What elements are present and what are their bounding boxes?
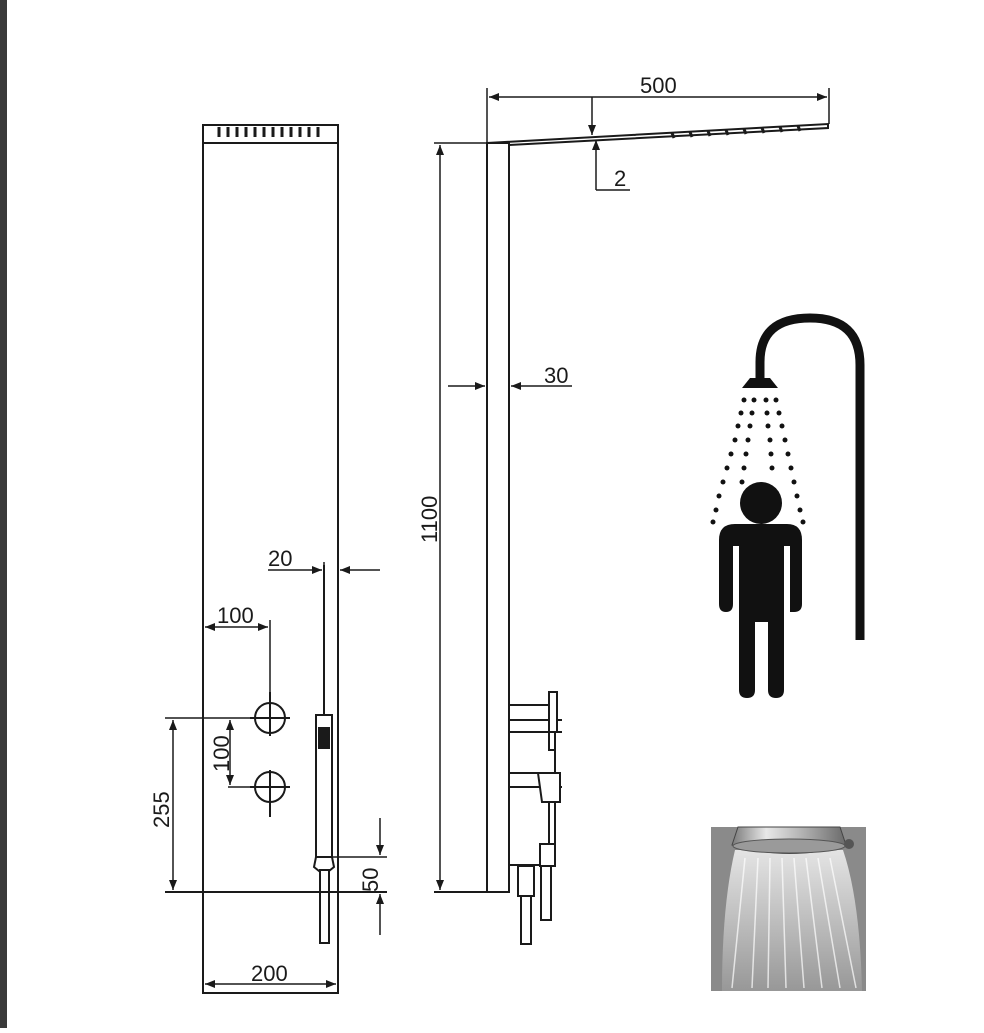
dim-label-panel-thickness: 30 bbox=[544, 363, 568, 388]
dim-label-valve-offset: 100 bbox=[217, 603, 254, 628]
person-showering-icon bbox=[710, 313, 865, 698]
side-dimensions bbox=[434, 88, 830, 890]
page-edge-bar bbox=[0, 0, 7, 1028]
dim-label-outlet-height: 50 bbox=[358, 868, 383, 892]
front-dimensions bbox=[165, 562, 387, 988]
dim-label-hand-shower-offset: 20 bbox=[268, 546, 292, 571]
dim-label-valve-height: 255 bbox=[149, 791, 174, 828]
side-panel-profile bbox=[486, 142, 510, 893]
side-head-nozzles bbox=[670, 125, 802, 139]
upper-valve-knob bbox=[250, 692, 290, 736]
front-nozzle-row bbox=[217, 127, 320, 137]
dim-label-head-thickness: 2 bbox=[614, 166, 626, 191]
side-shower-head bbox=[486, 122, 829, 146]
dim-label-overall-depth: 500 bbox=[640, 73, 677, 98]
person-body bbox=[719, 524, 802, 698]
side-dimension-labels: 500 2 1100 30 bbox=[417, 73, 677, 543]
front-view bbox=[165, 124, 387, 994]
dim-label-panel-height: 1100 bbox=[417, 496, 442, 543]
shower-head-water-photo bbox=[711, 826, 866, 991]
person-head bbox=[740, 482, 782, 524]
water-drops bbox=[710, 397, 806, 525]
lower-valve-knob bbox=[250, 770, 290, 817]
side-mixer-assembly bbox=[508, 691, 562, 945]
dim-label-valve-spacing: 100 bbox=[209, 735, 234, 772]
side-view bbox=[434, 122, 829, 945]
front-dimension-labels: 20 100 100 255 50 200 bbox=[149, 546, 383, 986]
dim-label-panel-width: 200 bbox=[251, 961, 288, 986]
front-hand-shower bbox=[312, 565, 336, 944]
